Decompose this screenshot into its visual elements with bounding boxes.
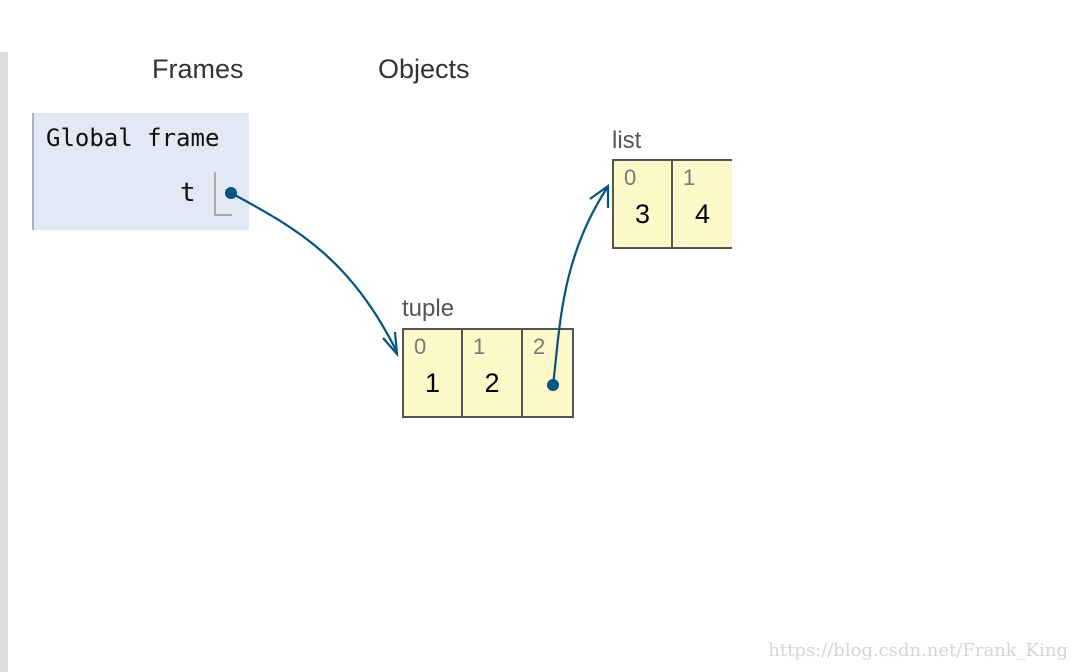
objects-heading: Objects <box>378 54 470 84</box>
list-object: 0 3 1 4 <box>612 159 732 249</box>
global-frame-title: Global frame <box>46 124 220 152</box>
arrow-t-to-tuple <box>230 192 397 351</box>
tuple-type-label: tuple <box>402 295 455 322</box>
list-index-0: 0 <box>624 165 637 190</box>
variable-t-name: t <box>180 178 196 208</box>
tuple-index-2: 2 <box>533 334 546 359</box>
variable-t-slot <box>214 172 232 216</box>
pointer-t-to-tuple <box>225 187 399 358</box>
watermark-text: https://blog.csdn.net/Frank_King <box>768 640 1068 661</box>
tuple-cell-1: 1 2 <box>462 328 522 418</box>
tuple-index-0: 0 <box>414 334 427 359</box>
arrowhead-tuple <box>382 331 399 358</box>
list-type-label: list <box>612 127 642 154</box>
arrow-tuple-to-list <box>551 187 608 386</box>
list-cell-0: 0 3 <box>612 159 672 249</box>
list-value-0: 3 <box>634 199 651 229</box>
list-value-1: 4 <box>694 199 711 229</box>
tuple-cell-2: 2 <box>522 328 574 418</box>
tuple-value-1: 2 <box>484 368 500 398</box>
list-cell-1: 1 4 <box>672 159 732 249</box>
arrowhead-list <box>589 183 610 208</box>
left-scroll-bar <box>0 52 8 672</box>
tuple-object: 0 1 1 2 2 <box>402 328 574 418</box>
tuple-value-0: 1 <box>424 368 441 398</box>
tuple-cell-0: 0 1 <box>402 328 462 418</box>
global-frame-box <box>32 113 249 230</box>
pointer-tuple-to-list <box>547 183 610 391</box>
tuple-index-1: 1 <box>473 334 486 359</box>
list-index-1: 1 <box>683 165 696 190</box>
frames-heading: Frames <box>152 54 244 84</box>
